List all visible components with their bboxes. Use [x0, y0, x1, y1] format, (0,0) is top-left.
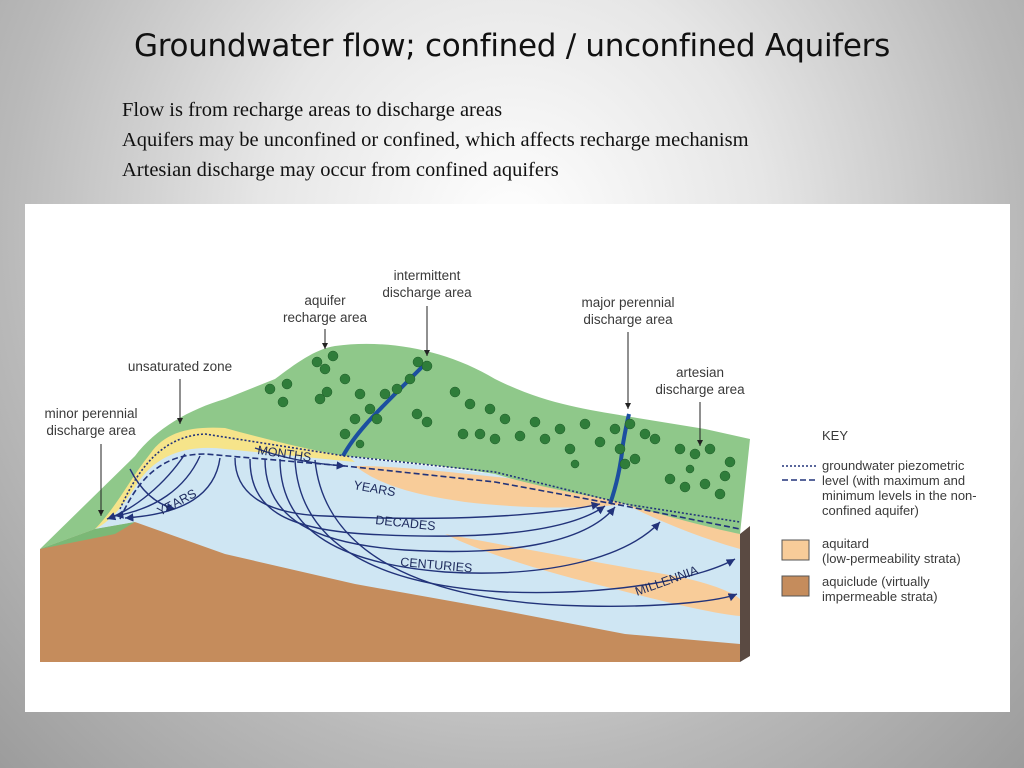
flow-label-centuries: CENTURIES — [400, 555, 473, 575]
aquifer-diagram-svg: intermittent discharge area aquifer rech… — [40, 268, 977, 662]
label-unsaturated-zone: unsaturated zone — [128, 359, 232, 374]
aquifer-layer — [95, 430, 740, 644]
legend-label-aquitard: aquitard — [822, 536, 869, 551]
legend-label-piezometric: groundwater piezometric — [822, 458, 965, 473]
flow-label-decades: DECADES — [375, 513, 437, 533]
bullet-item: Flow is from recharge areas to discharge… — [122, 99, 503, 121]
aquitard-lens-upper — [355, 466, 625, 508]
block-side-face — [740, 526, 750, 662]
legend-label-aquitard: (low-permeability strata) — [822, 551, 961, 566]
intermittent-stream — [341, 360, 429, 457]
aquiclude-layer — [40, 522, 740, 662]
left-slope — [40, 522, 135, 549]
aquifer-diagram: intermittent discharge area aquifer rech… — [25, 204, 1010, 712]
unsaturated-zone — [95, 424, 355, 529]
aquitard-lens-right — [625, 504, 740, 549]
legend-label-piezometric: confined aquifer) — [822, 503, 919, 518]
ground-surface — [40, 343, 750, 549]
piezometric-line-dotted — [119, 433, 741, 523]
legend-title: KEY — [822, 428, 848, 443]
label-recharge: aquifer — [304, 293, 346, 308]
legend-label-piezometric: minimum levels in the non- — [822, 488, 977, 503]
legend-label-aquiclude: impermeable strata) — [822, 589, 938, 604]
legend-swatch-aquiclude — [781, 575, 810, 597]
aquitard-lens-lower — [445, 534, 740, 616]
bullet-list: Flow is from recharge areas to discharge… — [122, 95, 749, 185]
label-intermittent: intermittent — [394, 268, 461, 283]
label-major-perennial: major perennial — [581, 295, 674, 310]
label-minor-perennial: minor perennial — [44, 406, 137, 421]
label-artesian: artesian — [676, 365, 724, 380]
trees — [264, 350, 736, 500]
label-recharge: recharge area — [283, 310, 368, 325]
legend-label-piezometric: level (with maximum and — [822, 473, 965, 488]
label-major-perennial: discharge area — [583, 312, 673, 327]
label-intermittent: discharge area — [382, 285, 472, 300]
legend-label-aquiclude: aquiclude (virtually — [822, 574, 930, 589]
legend-swatch-aquitard — [781, 539, 810, 561]
bullet-item: Aquifers may be unconfined or confined, … — [122, 129, 749, 151]
legend: KEY groundwater piezometric level (with … — [781, 428, 977, 604]
label-minor-perennial: discharge area — [46, 423, 136, 438]
slide-title: Groundwater flow; confined / unconfined … — [134, 28, 890, 64]
label-artesian: discharge area — [655, 382, 745, 397]
flow-arrows — [106, 447, 738, 607]
bullet-item: Artesian discharge may occur from confin… — [122, 159, 559, 181]
